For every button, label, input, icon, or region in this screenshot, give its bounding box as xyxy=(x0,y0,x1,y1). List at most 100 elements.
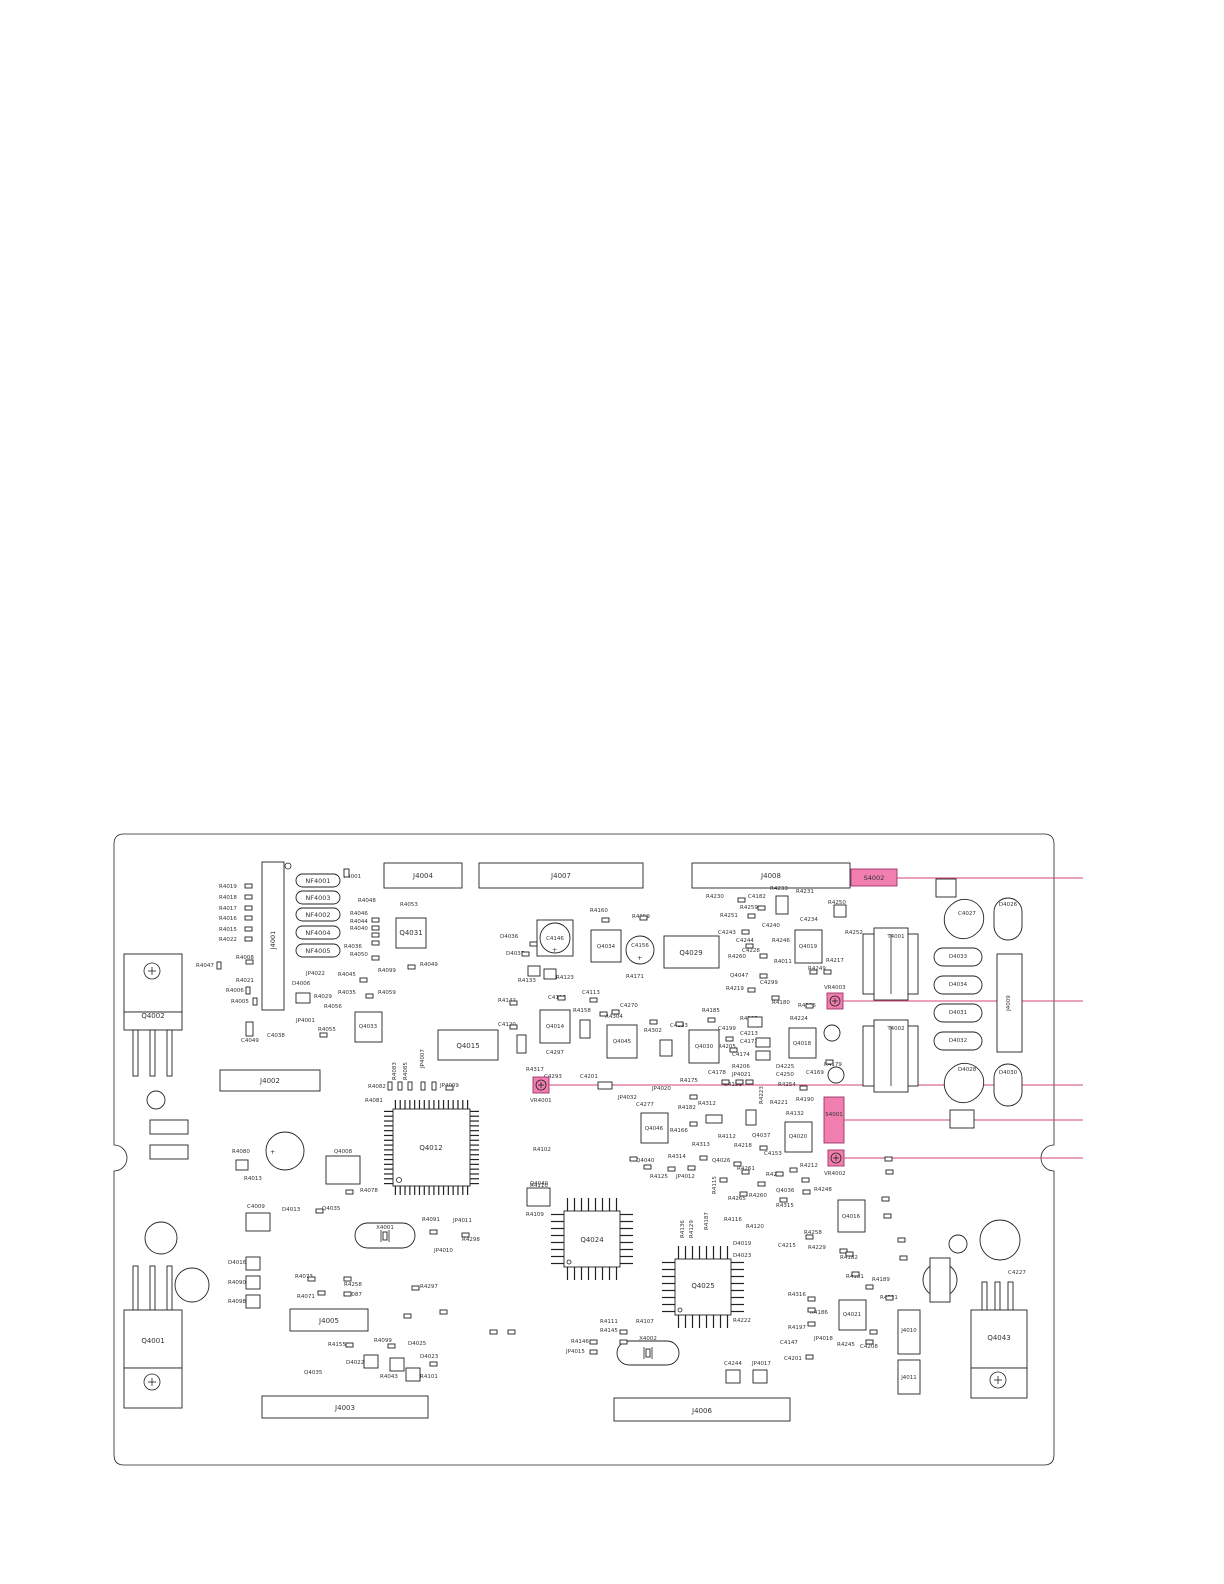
svg-text:R4155: R4155 xyxy=(328,1342,346,1348)
svg-text:R4187: R4187 xyxy=(704,1212,710,1230)
svg-text:R4099: R4099 xyxy=(378,968,396,974)
svg-text:R4248: R4248 xyxy=(814,1187,832,1193)
smd-resistor xyxy=(675,1021,684,1027)
c4049-cap xyxy=(245,1021,254,1037)
svg-text:D4030: D4030 xyxy=(999,1070,1018,1076)
svg-text:Q4012: Q4012 xyxy=(419,1144,442,1152)
svg-text:C4113: C4113 xyxy=(582,990,600,996)
smd-resistor xyxy=(619,1329,628,1335)
mid-left-lower-labels: R4091 JP4011 JP4010 R4298 R4297 R4073 R4… xyxy=(295,1217,480,1380)
svg-text:J4006: J4006 xyxy=(691,1407,712,1415)
svg-text:R4250: R4250 xyxy=(828,900,846,906)
ic-q4024: Q4024 xyxy=(563,1210,621,1268)
svg-text:Q4014: Q4014 xyxy=(546,1024,565,1030)
svg-text:D4032: D4032 xyxy=(949,1038,967,1044)
svg-text:C4299: C4299 xyxy=(760,980,778,986)
svg-text:R4035: R4035 xyxy=(338,990,356,996)
ic-q4030: Q4030 xyxy=(688,1029,720,1064)
svg-text:C4153: C4153 xyxy=(764,1151,782,1157)
capacitor-c4031: + xyxy=(265,1131,305,1171)
svg-text:R4005: R4005 xyxy=(231,999,249,1005)
smd-resistor xyxy=(741,929,750,935)
smd-resistor xyxy=(757,1181,766,1187)
d4023b-diode xyxy=(752,1369,768,1384)
c4027-cap xyxy=(146,1090,166,1110)
svg-text:Q4046: Q4046 xyxy=(645,1126,664,1132)
svg-text:NF4003: NF4003 xyxy=(305,894,330,902)
svg-text:R4059: R4059 xyxy=(378,990,396,996)
d4036-diode xyxy=(527,965,541,977)
svg-text:R4166: R4166 xyxy=(670,1128,688,1134)
svg-text:R4160: R4160 xyxy=(590,908,608,914)
tiny-smd-parts xyxy=(307,897,908,1367)
svg-text:R4221: R4221 xyxy=(770,1100,788,1106)
smd-resistor xyxy=(589,1349,598,1355)
svg-text:R4133: R4133 xyxy=(518,978,536,984)
svg-text:X4002: X4002 xyxy=(639,1336,657,1342)
smd-resistor xyxy=(371,955,380,961)
svg-text:Q4045: Q4045 xyxy=(613,1039,632,1045)
svg-text:R4261: R4261 xyxy=(737,1166,755,1172)
svg-text:JP4020: JP4020 xyxy=(651,1086,671,1092)
smd-resistor xyxy=(757,905,766,911)
svg-text:C4250: C4250 xyxy=(776,1072,794,1078)
smd-resistor xyxy=(649,1019,658,1025)
svg-text:C4027: C4027 xyxy=(958,911,976,917)
q4041-transistor xyxy=(935,878,957,898)
svg-text:R4115: R4115 xyxy=(712,1176,718,1194)
svg-text:R4189: R4189 xyxy=(872,1277,890,1283)
svg-text:C4173: C4173 xyxy=(740,1039,758,1045)
svg-text:R4249: R4249 xyxy=(808,966,826,972)
svg-text:C4199: C4199 xyxy=(718,1026,736,1032)
transformer-t4002: T4002 xyxy=(862,1019,919,1093)
svg-text:R4055: R4055 xyxy=(318,1027,336,1033)
pin1-marker xyxy=(284,862,292,870)
svg-text:C4297: C4297 xyxy=(546,1050,564,1056)
transistor-q4043: Q4043 xyxy=(970,1281,1028,1399)
svg-text:Q4043: Q4043 xyxy=(987,1334,1010,1342)
trimmer-vr4003: VR4003 xyxy=(824,985,846,1010)
smd-resistor xyxy=(611,1009,620,1015)
svg-text:J4002: J4002 xyxy=(259,1077,280,1085)
smd-resistor xyxy=(365,993,374,999)
smd-resistor xyxy=(371,925,380,931)
smd-resistor xyxy=(343,1276,352,1282)
svg-text:R4049: R4049 xyxy=(420,962,438,968)
transistor-q4001: Q4001 xyxy=(123,1265,183,1409)
smd-resistor xyxy=(865,1339,874,1345)
svg-text:C4201: C4201 xyxy=(784,1356,802,1362)
smd-resistor xyxy=(461,1232,470,1238)
smd-resistor xyxy=(589,997,598,1003)
svg-text:J4010: J4010 xyxy=(900,1328,917,1334)
smd-resistor xyxy=(589,1339,598,1345)
svg-text:C4181: C4181 xyxy=(724,1082,742,1088)
connector-j4009: J4009 xyxy=(996,953,1023,1053)
smd-resistor xyxy=(747,987,756,993)
svg-text:Q4036: Q4036 xyxy=(776,1188,795,1194)
svg-text:R4099: R4099 xyxy=(374,1338,392,1344)
svg-text:J4009: J4009 xyxy=(1006,995,1012,1012)
svg-text:R4175: R4175 xyxy=(680,1078,698,1084)
svg-text:R4056: R4056 xyxy=(324,1004,342,1010)
svg-text:R4087: R4087 xyxy=(344,1292,362,1298)
svg-text:Q4034: Q4034 xyxy=(597,944,616,950)
svg-text:R4081: R4081 xyxy=(365,1098,383,1104)
d4225-diode xyxy=(823,1024,841,1042)
svg-text:R4112: R4112 xyxy=(718,1134,736,1140)
svg-text:C4293: C4293 xyxy=(544,1074,562,1080)
svg-text:JP4007: JP4007 xyxy=(420,1049,426,1069)
smd-resistor xyxy=(371,917,380,923)
smd-resistor xyxy=(343,1291,352,1297)
svg-text:R4044: R4044 xyxy=(350,919,368,925)
svg-text:Q4024: Q4024 xyxy=(580,1236,604,1244)
svg-text:R4258: R4258 xyxy=(804,1230,822,1236)
svg-text:R4317: R4317 xyxy=(526,1067,544,1073)
c4213-cap xyxy=(755,1037,771,1048)
svg-text:JP4021: JP4021 xyxy=(731,1072,751,1078)
svg-text:Q4040: Q4040 xyxy=(530,1181,549,1187)
svg-text:C4244: C4244 xyxy=(736,938,754,944)
smd-resistor xyxy=(439,1309,448,1315)
ic-q4031: Q4031 xyxy=(395,917,427,949)
svg-text:JP4018: JP4018 xyxy=(813,1336,833,1342)
connector-j4006: J4006 xyxy=(613,1397,791,1422)
